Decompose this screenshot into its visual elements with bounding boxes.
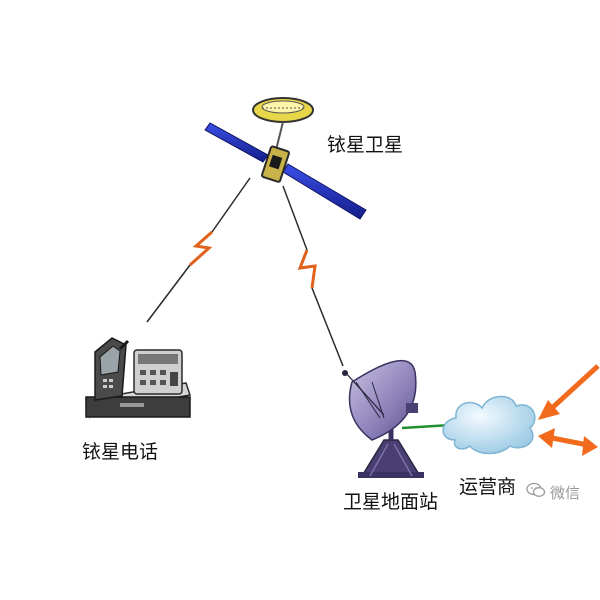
ground-station-dish [342, 359, 424, 478]
watermark: 微信 [526, 482, 580, 503]
solar-panel-left [204, 122, 269, 163]
solar-panel-right [282, 163, 367, 220]
signal-link-phone [146, 177, 251, 323]
phone-label: 铱星电话 [82, 441, 159, 463]
satellite-antenna-ring [252, 97, 314, 151]
wechat-bubble-icon [526, 482, 546, 497]
arrow-bidirectional [538, 428, 598, 456]
satellite-handset [94, 337, 130, 401]
ground-station-label: 卫星地面站 [343, 491, 439, 513]
watermark-text: 微信 [550, 484, 581, 502]
operator-cloud [442, 395, 536, 455]
iridium-phone [85, 337, 191, 420]
arrow-to-operator [538, 364, 600, 420]
satellite [204, 97, 367, 220]
satellite-body [261, 145, 290, 183]
ground-link [401, 423, 452, 430]
signal-link-station [282, 185, 344, 367]
desk-phone-handset [133, 349, 183, 395]
satellite-label: 铱星卫星 [327, 134, 404, 156]
operator-label: 运营商 [459, 476, 517, 498]
